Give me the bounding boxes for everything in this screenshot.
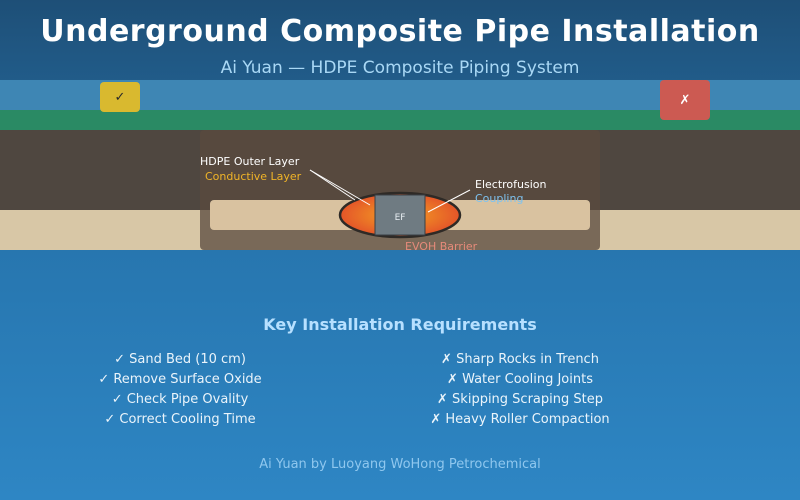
outer-layer-leader-a bbox=[309, 169, 356, 201]
do-item-text: Correct Cooling Time bbox=[119, 412, 256, 427]
dont-item-text: Water Cooling Joints bbox=[462, 372, 593, 387]
conductive-layer-label: Conductive Layer bbox=[205, 170, 302, 183]
check-icon: ✓ bbox=[114, 352, 130, 367]
page-subtitle: Ai Yuan — HDPE Composite Piping System bbox=[220, 58, 580, 78]
cross-badge-icon: ✗ bbox=[660, 80, 710, 120]
outer-layer-label: HDPE Outer Layer bbox=[200, 155, 300, 168]
dont-item: ✗ Heavy Roller Compaction bbox=[360, 412, 680, 427]
do-item-text: Check Pipe Ovality bbox=[126, 392, 249, 407]
cross-badge-glyph: ✗ bbox=[679, 92, 691, 108]
check-icon: ✓ bbox=[111, 392, 127, 407]
cross-icon: ✗ bbox=[430, 412, 446, 427]
dont-item: ✗ Sharp Rocks in Trench bbox=[360, 352, 680, 367]
outer-layer-leader-b bbox=[309, 169, 371, 206]
do-item: ✓ Correct Cooling Time bbox=[20, 412, 340, 427]
cross-icon: ✗ bbox=[447, 372, 463, 387]
do-item-text: Remove Surface Oxide bbox=[113, 372, 262, 387]
ef-label: EF bbox=[395, 213, 406, 223]
dont-item-text: Sharp Rocks in Trench bbox=[456, 352, 599, 367]
dont-item-text: Skipping Scraping Step bbox=[452, 392, 603, 407]
evoh-barrier-label: EVOH Barrier bbox=[405, 240, 478, 253]
cross-icon: ✗ bbox=[437, 392, 453, 407]
dont-item: ✗ Skipping Scraping Step bbox=[360, 392, 680, 407]
dont-item: ✗ Water Cooling Joints bbox=[360, 372, 680, 387]
electrofusion-fitting bbox=[374, 194, 426, 236]
cross-icon: ✗ bbox=[441, 352, 457, 367]
do-item: ✓ Remove Surface Oxide bbox=[20, 372, 340, 387]
electrofusion-label: Electrofusion bbox=[475, 178, 547, 191]
check-icon: ✓ bbox=[98, 372, 114, 387]
do-item: ✓ Sand Bed (10 cm) bbox=[20, 352, 340, 367]
check-badge-glyph: ✓ bbox=[114, 89, 126, 105]
check-badge-icon: ✓ bbox=[100, 82, 140, 112]
coupling-label: Coupling bbox=[475, 192, 523, 205]
grass-layer bbox=[0, 110, 800, 130]
do-item: ✓ Check Pipe Ovality bbox=[20, 392, 340, 407]
footer-credit: Ai Yuan by Luoyang WoHong Petrochemical bbox=[259, 457, 541, 472]
do-item-text: Sand Bed (10 cm) bbox=[129, 352, 246, 367]
coupling-leader bbox=[427, 189, 471, 213]
dont-item-text: Heavy Roller Compaction bbox=[445, 412, 610, 427]
check-icon: ✓ bbox=[104, 412, 120, 427]
requirements-title: Key Installation Requirements bbox=[263, 315, 537, 334]
page-title: Underground Composite Pipe Installation bbox=[40, 14, 760, 49]
